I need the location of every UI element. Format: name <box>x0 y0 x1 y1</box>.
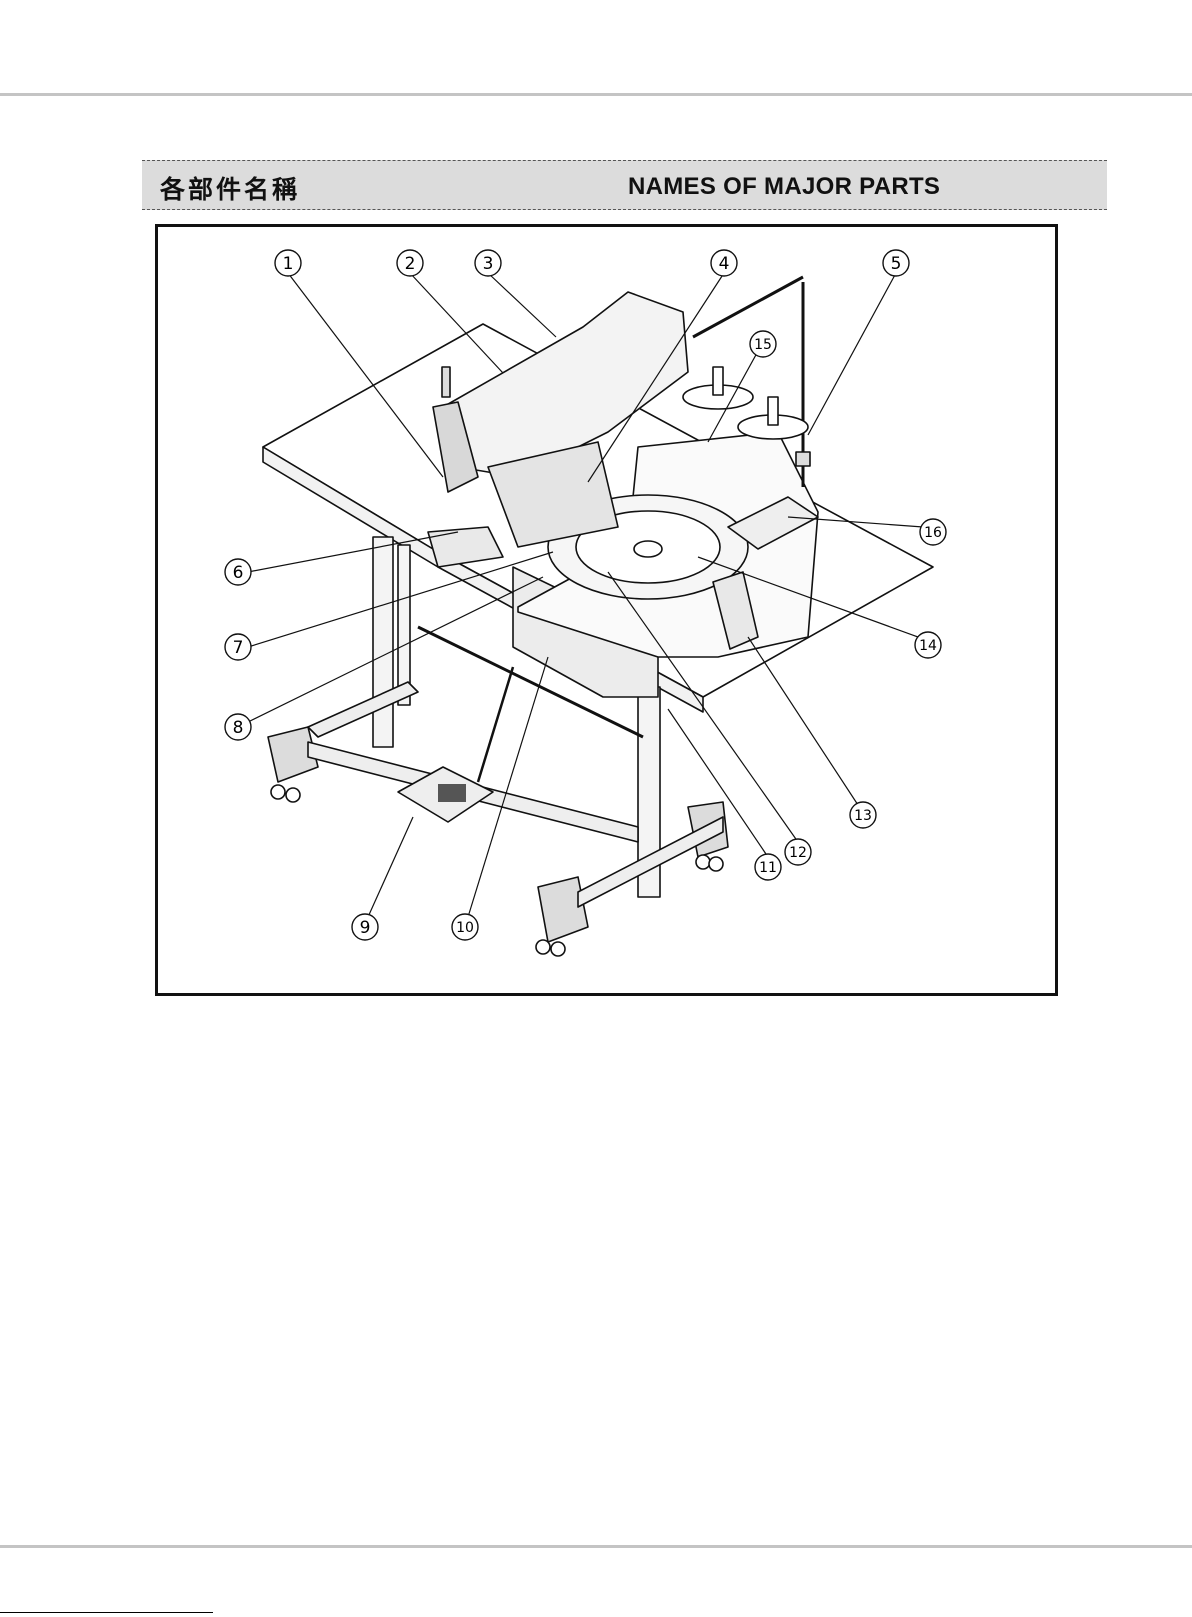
machine-illustration: 1 2 3 4 5 6 7 8 9 10 11 12 13 14 15 16 <box>158 227 1055 993</box>
footer-rule <box>0 1545 1192 1548</box>
section-header: 各部件名稱 NAMES OF MAJOR PARTS <box>142 160 1107 210</box>
callout-label: 2 <box>405 254 416 274</box>
callout-label: 14 <box>919 638 937 654</box>
callout-label: 16 <box>924 525 942 541</box>
callout-9: 9 <box>352 914 378 940</box>
callout-16: 16 <box>920 519 946 545</box>
callout-10: 10 <box>452 914 478 940</box>
footer-line <box>0 1612 213 1613</box>
callout-4: 4 <box>711 250 737 276</box>
section-title-english: NAMES OF MAJOR PARTS <box>628 173 940 201</box>
callout-label: 4 <box>719 254 730 274</box>
callout-label: 6 <box>233 563 244 583</box>
callout-6: 6 <box>225 559 251 585</box>
callout-label: 7 <box>233 638 244 658</box>
callout-2: 2 <box>397 250 423 276</box>
callout-label: 11 <box>759 860 777 876</box>
callout-label: 1 <box>283 254 294 274</box>
callout-label: 10 <box>456 920 474 936</box>
callout-label: 12 <box>789 845 807 861</box>
callout-7: 7 <box>225 634 251 660</box>
callout-1: 1 <box>275 250 301 276</box>
callout-label: 9 <box>360 918 371 938</box>
callout-label: 15 <box>754 337 772 353</box>
callout-label: 8 <box>233 718 244 738</box>
callout-14: 14 <box>915 632 941 658</box>
callout-13: 13 <box>850 802 876 828</box>
callout-5: 5 <box>883 250 909 276</box>
callout-8: 8 <box>225 714 251 740</box>
header-rule <box>0 93 1192 96</box>
callout-11: 11 <box>755 854 781 880</box>
right-foot <box>538 877 588 942</box>
callout-label: 3 <box>483 254 494 274</box>
callout-3: 3 <box>475 250 501 276</box>
left-rear-leg <box>373 537 393 747</box>
callout-label: 5 <box>891 254 902 274</box>
callout-label: 13 <box>854 808 872 824</box>
callout-12: 12 <box>785 839 811 865</box>
machine-parts-figure: 1 2 3 4 5 6 7 8 9 10 11 12 13 14 15 16 <box>155 224 1058 996</box>
callout-15: 15 <box>750 331 776 357</box>
section-title-chinese: 各部件名稱 <box>160 170 300 206</box>
